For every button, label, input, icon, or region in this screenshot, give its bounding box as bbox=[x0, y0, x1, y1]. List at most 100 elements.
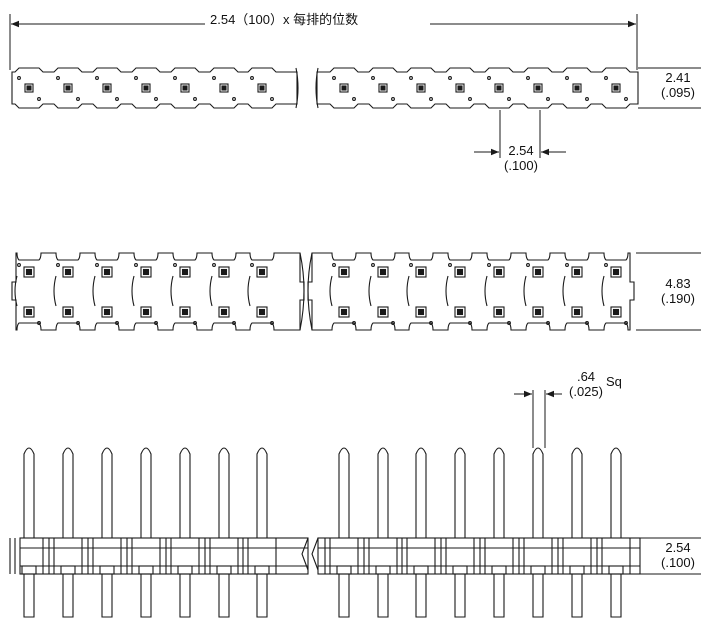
locating-hole bbox=[624, 321, 628, 325]
pin-square bbox=[257, 83, 267, 93]
pin-upper bbox=[454, 447, 466, 538]
locating-hole bbox=[468, 97, 472, 101]
pin-square bbox=[377, 306, 389, 318]
pin-upper bbox=[62, 447, 74, 538]
pin-square-center bbox=[220, 308, 228, 316]
pin-collar bbox=[254, 565, 270, 575]
pin-square-center bbox=[258, 268, 266, 276]
pin-lower bbox=[377, 574, 389, 618]
locating-hole bbox=[212, 263, 216, 267]
strip-notch bbox=[14, 275, 18, 307]
double-row-height-mm: 4.83 bbox=[665, 276, 691, 291]
pin-square bbox=[415, 266, 427, 278]
pin-square-center bbox=[573, 268, 581, 276]
pin-square bbox=[493, 266, 505, 278]
pin-square-center bbox=[612, 268, 620, 276]
locating-hole bbox=[115, 321, 119, 325]
locating-hole bbox=[270, 321, 274, 325]
pin-collar bbox=[491, 565, 507, 575]
pin-square-center bbox=[418, 85, 424, 91]
pin-square bbox=[179, 266, 191, 278]
locating-hole bbox=[604, 76, 608, 80]
pin-square bbox=[62, 266, 74, 278]
pin-square-center bbox=[221, 85, 227, 91]
pin-square-center bbox=[259, 85, 265, 91]
pin-square-center bbox=[104, 85, 110, 91]
locating-hole bbox=[409, 76, 413, 80]
pin-upper bbox=[140, 447, 152, 538]
strip-notch bbox=[247, 275, 251, 307]
locating-hole bbox=[468, 321, 472, 325]
header-body bbox=[19, 537, 309, 575]
pin-square bbox=[454, 266, 466, 278]
locating-hole bbox=[448, 76, 452, 80]
pin-size-label: .64 (.025) bbox=[566, 369, 606, 399]
pin-square bbox=[571, 306, 583, 318]
pin-square bbox=[611, 83, 621, 93]
pin-square bbox=[572, 83, 582, 93]
locating-hole bbox=[487, 76, 491, 80]
pin-square bbox=[218, 306, 230, 318]
double-row-strip-right bbox=[307, 252, 635, 331]
locating-hole bbox=[585, 321, 589, 325]
pin-upper bbox=[377, 447, 389, 538]
locating-hole bbox=[212, 76, 216, 80]
strip-notch bbox=[92, 275, 96, 307]
locating-hole bbox=[37, 321, 41, 325]
pin-square bbox=[339, 83, 349, 93]
double-row-strip-left bbox=[11, 252, 305, 331]
pin-square bbox=[494, 83, 504, 93]
locating-hole bbox=[17, 263, 21, 267]
pin-collar bbox=[177, 565, 193, 575]
locating-hole bbox=[604, 263, 608, 267]
strip-notch bbox=[209, 275, 213, 307]
pin-lower bbox=[23, 574, 35, 618]
pin-square-center bbox=[495, 268, 503, 276]
pin-square-center bbox=[341, 85, 347, 91]
overall-width-label: 2.54（100）x 每排的位数 bbox=[210, 12, 359, 27]
locating-hole bbox=[429, 321, 433, 325]
locating-hole bbox=[526, 263, 530, 267]
pin-square-center bbox=[612, 308, 620, 316]
pin-collar bbox=[138, 565, 154, 575]
pin-upper bbox=[23, 447, 35, 538]
pin-size-dimension-lines bbox=[514, 390, 562, 448]
pin-upper bbox=[338, 447, 350, 538]
pin-square-center bbox=[258, 308, 266, 316]
overall-width-dimension bbox=[9, 14, 638, 70]
pin-square bbox=[610, 266, 622, 278]
locating-hole bbox=[154, 97, 158, 101]
pitch-in: (.100) bbox=[504, 158, 538, 173]
pin-lower bbox=[140, 574, 152, 618]
locating-hole bbox=[134, 76, 138, 80]
locating-hole bbox=[507, 97, 511, 101]
strip-notch bbox=[53, 275, 57, 307]
pin-square-center bbox=[64, 308, 72, 316]
locating-hole bbox=[56, 263, 60, 267]
pin-square bbox=[493, 306, 505, 318]
locating-hole bbox=[95, 76, 99, 80]
pin-square-center bbox=[379, 308, 387, 316]
locating-hole bbox=[115, 97, 119, 101]
pin-lower bbox=[415, 574, 427, 618]
pin-square-center bbox=[534, 268, 542, 276]
strip-notch bbox=[562, 275, 566, 307]
strip-notch bbox=[523, 275, 527, 307]
pin-collar bbox=[99, 565, 115, 575]
pin-collar bbox=[216, 565, 232, 575]
double-row-height-lines bbox=[636, 252, 701, 331]
locating-hole bbox=[332, 263, 336, 267]
locating-hole bbox=[487, 263, 491, 267]
pin-square bbox=[532, 266, 544, 278]
pin-square-center bbox=[64, 268, 72, 276]
pin-square-center bbox=[142, 308, 150, 316]
pin-collar bbox=[60, 565, 76, 575]
pin-square bbox=[571, 266, 583, 278]
pin-collar bbox=[530, 565, 546, 575]
pin-square-center bbox=[417, 268, 425, 276]
single-row-strip-left bbox=[11, 67, 298, 109]
pin-square-center bbox=[103, 268, 111, 276]
pin-square-center bbox=[220, 268, 228, 276]
locating-hole bbox=[546, 97, 550, 101]
locating-hole bbox=[37, 97, 41, 101]
